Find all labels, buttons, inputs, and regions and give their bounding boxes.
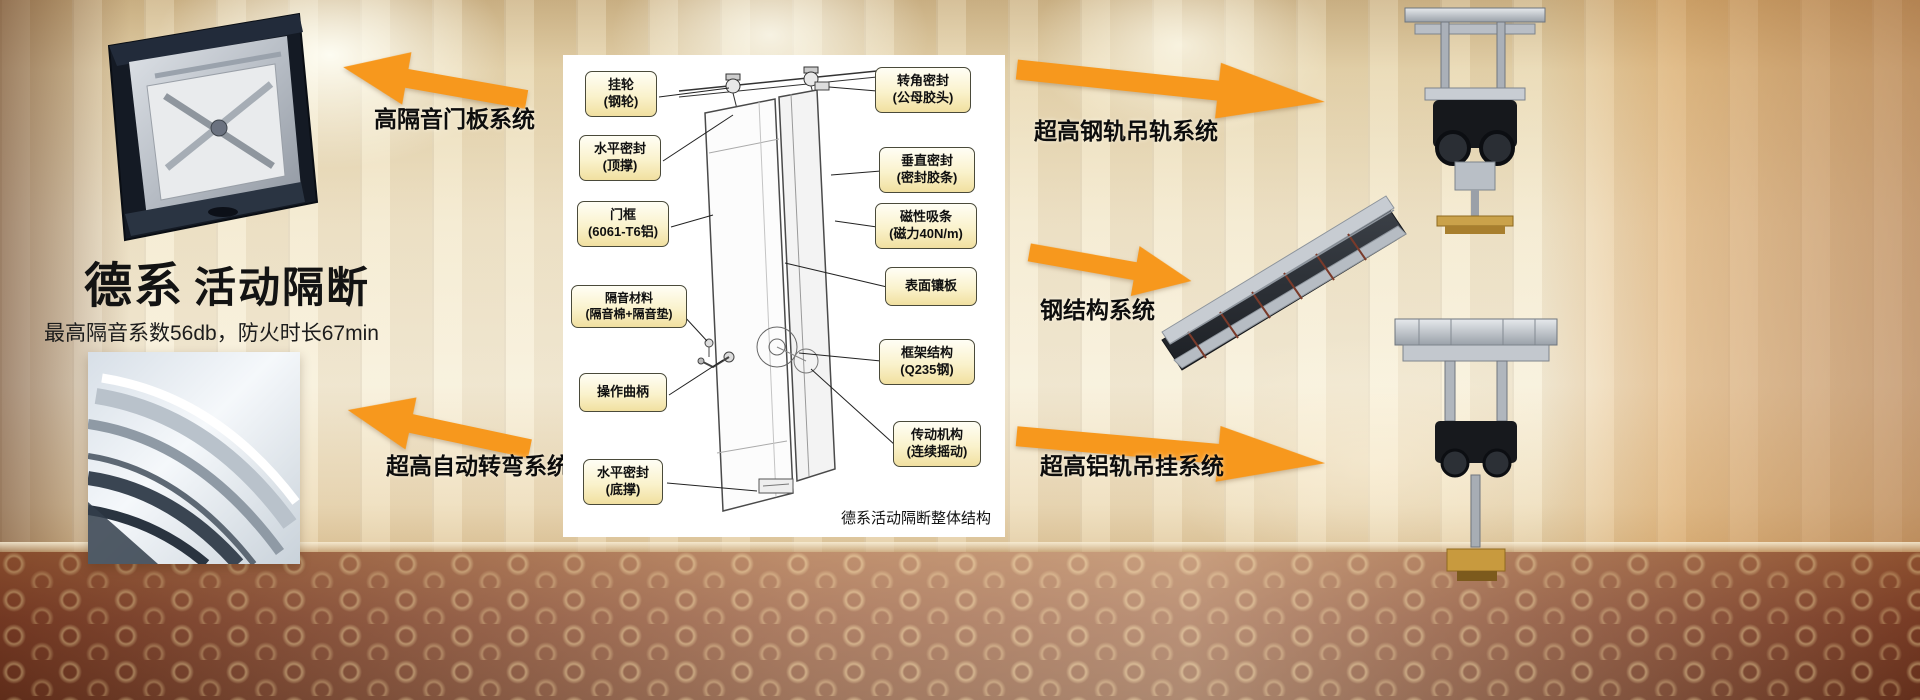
- steel-structure-truss-photo: [1158, 182, 1408, 382]
- door-mechanism-illustration: [107, 12, 319, 242]
- curved-track-illustration: [86, 373, 300, 569]
- product-subtitle: 最高隔音系数56db，防火时长67min: [44, 322, 379, 345]
- callout-transmission: 传动机构 (连续摇动): [893, 421, 981, 467]
- arrow-steel-structure-system: [1024, 224, 1200, 310]
- callout-bottom-seal: 水平密封 (底撑): [583, 459, 663, 505]
- label-auto-turn-system: 超高自动转弯系统: [386, 453, 570, 479]
- callout-sound-material: 隔音材料 (隔音棉+隔音垫): [571, 285, 687, 329]
- arrow-auto-turn-system: [338, 379, 537, 479]
- callout-frame-structure: 框架结构 (Q235钢): [879, 339, 975, 385]
- callout-operating-crank: 操作曲柄: [579, 373, 667, 412]
- curved-track-photo: [86, 352, 300, 569]
- door-panel-mechanism-photo: [95, 6, 320, 244]
- callout-vertical-seal: 垂直密封 (密封胶条): [879, 147, 975, 193]
- callout-hanging-wheel: 挂轮 (钢轮): [585, 71, 657, 117]
- patterned-carpet: [0, 552, 1920, 700]
- brand-name: 德系: [84, 260, 185, 313]
- product-title: 德系活动隔断: [84, 246, 370, 316]
- truss-illustration: [1161, 195, 1407, 371]
- arrow-alu-rail-system: [1014, 404, 1334, 495]
- aluminium-rail-hanger-photo: [1385, 305, 1570, 587]
- callout-corner-seal: 转角密封 (公母胶头): [875, 67, 971, 113]
- label-door-panel-system: 高隔音门板系统: [374, 106, 535, 132]
- label-alu-rail-system: 超高铝轨吊挂系统: [1040, 453, 1224, 479]
- steel-rail-hanger-photo: [1385, 0, 1565, 240]
- label-steel-structure-system: 钢结构系统: [1040, 297, 1155, 323]
- diagram-caption: 德系活动隔断整体结构: [841, 510, 992, 527]
- structure-diagram-panel: 挂轮 (钢轮) 水平密封 (顶撑) 门框 (6061-T6铝) 隔音材料 (隔音…: [563, 55, 1005, 537]
- callout-door-frame: 门框 (6061-T6铝): [577, 201, 669, 247]
- label-steel-rail-system: 超高钢轨吊轨系统: [1034, 118, 1218, 144]
- arrow-door-panel-system: [334, 36, 532, 130]
- alu-hanger-illustration: [1394, 318, 1558, 581]
- callout-top-seal: 水平密封 (顶撑): [579, 135, 661, 181]
- product-name: 活动隔断: [194, 264, 371, 311]
- steel-hanger-illustration: [1404, 7, 1546, 234]
- callout-surface-panel: 表面镶板: [885, 267, 977, 306]
- callout-magnetic-strip: 磁性吸条 (磁力40N/m): [875, 203, 977, 249]
- floor-transition: [0, 542, 1920, 554]
- arrow-steel-rail-system: [1014, 38, 1335, 135]
